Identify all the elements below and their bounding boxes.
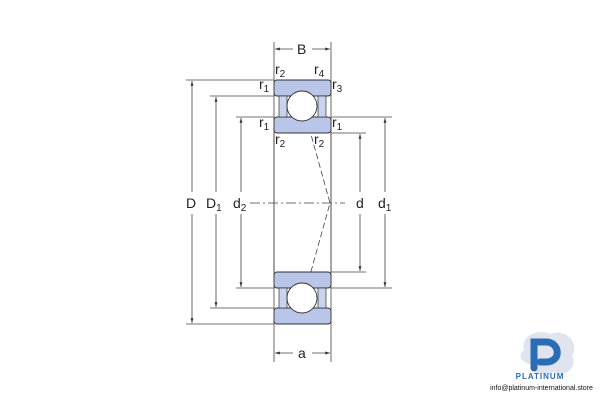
label-r1-inner-right: r1 (332, 114, 343, 133)
label-r1-inner-left: r1 (259, 114, 270, 133)
label-r1-top: r1 (259, 76, 270, 95)
ball-bottom (286, 282, 318, 314)
label-d1: d1 (378, 195, 392, 214)
dimension-lines (190, 47, 387, 355)
label-r2-inner-left: r2 (275, 131, 286, 150)
ball-top (286, 90, 318, 122)
brand-name: PLATINUM (515, 372, 565, 381)
cage-right-bottom (317, 287, 327, 309)
label-d: d (356, 195, 364, 211)
label-r3: r3 (332, 76, 343, 95)
bearing-bottom-section (273, 271, 332, 325)
label-d2: d2 (233, 195, 247, 214)
contact-email: info@platinum-international.store (490, 385, 593, 392)
extension-lines (186, 79, 392, 325)
label-D: D (186, 195, 196, 211)
cage-left-bottom (278, 287, 288, 309)
label-r2-top: r2 (275, 61, 286, 80)
label-D1: D1 (206, 195, 222, 214)
bearing-top-section (273, 79, 332, 134)
label-r2-inner-right: r2 (314, 131, 325, 150)
platinum-logo-icon (520, 331, 575, 375)
label-B: B (297, 41, 306, 57)
label-r4: r4 (314, 61, 325, 80)
cage-right-top (317, 95, 327, 118)
cage-left-top (278, 95, 288, 118)
label-a: a (298, 345, 306, 361)
